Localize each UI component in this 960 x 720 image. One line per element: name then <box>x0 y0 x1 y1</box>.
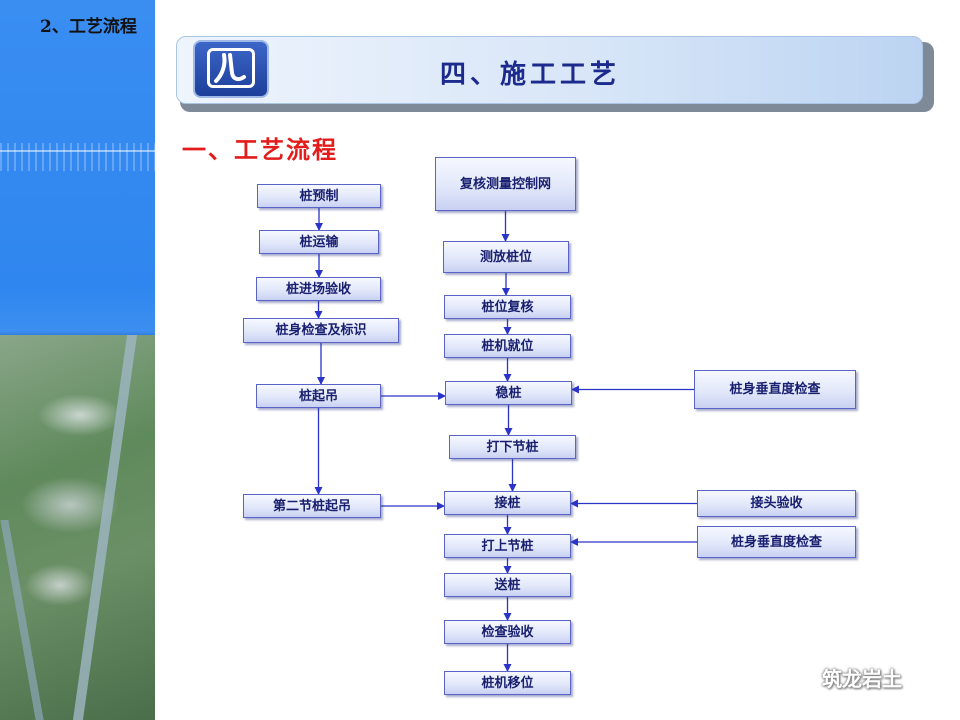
logo-glyph-icon <box>214 53 246 83</box>
node-joint-acceptance: 接头验收 <box>697 490 856 517</box>
node-recheck-survey-network: 复核测量控制网 <box>435 157 576 211</box>
sidebar-background <box>0 0 155 720</box>
logo-glyph-frame <box>207 48 255 88</box>
node-inspection-acceptance: 检查验收 <box>444 620 571 644</box>
node-recheck-pile-position: 桩位复核 <box>444 295 571 319</box>
watermark-text: 筑龙岩土 <box>822 667 902 691</box>
sidebar-pattern-strip <box>0 143 155 171</box>
node-pile-transport: 桩运输 <box>259 230 379 254</box>
node-rig-relocation: 桩机移位 <box>444 671 571 695</box>
node-pile-lifting: 桩起吊 <box>256 384 381 408</box>
sidebar-divider-line <box>0 150 155 152</box>
node-verticality-check-2: 桩身垂直度检查 <box>697 526 856 558</box>
node-stake-pile-position: 测放桩位 <box>443 241 569 273</box>
node-pile-prefabrication: 桩预制 <box>257 184 381 208</box>
title-banner <box>176 36 923 104</box>
node-second-pile-lifting: 第二节桩起吊 <box>243 494 381 518</box>
node-verticality-check-1: 桩身垂直度检查 <box>694 370 856 409</box>
node-pile-site-acceptance: 桩进场验收 <box>256 277 381 301</box>
wechat-icon <box>789 669 816 687</box>
node-pile-inspection-marking: 桩身检查及标识 <box>243 318 399 343</box>
node-drive-lower-pile: 打下节桩 <box>449 435 576 459</box>
node-pile-splicing: 接桩 <box>444 491 571 515</box>
banner-title: 四、施工工艺 <box>440 60 621 90</box>
node-drive-upper-pile: 打上节桩 <box>444 534 571 558</box>
node-rig-in-position: 桩机就位 <box>444 334 571 358</box>
slide-header-label: 2、工艺流程 <box>40 17 137 37</box>
section-title: 一、工艺流程 <box>182 135 338 164</box>
node-pile-follow-up: 送桩 <box>444 573 571 597</box>
node-stabilize-pile: 稳桩 <box>445 381 572 405</box>
